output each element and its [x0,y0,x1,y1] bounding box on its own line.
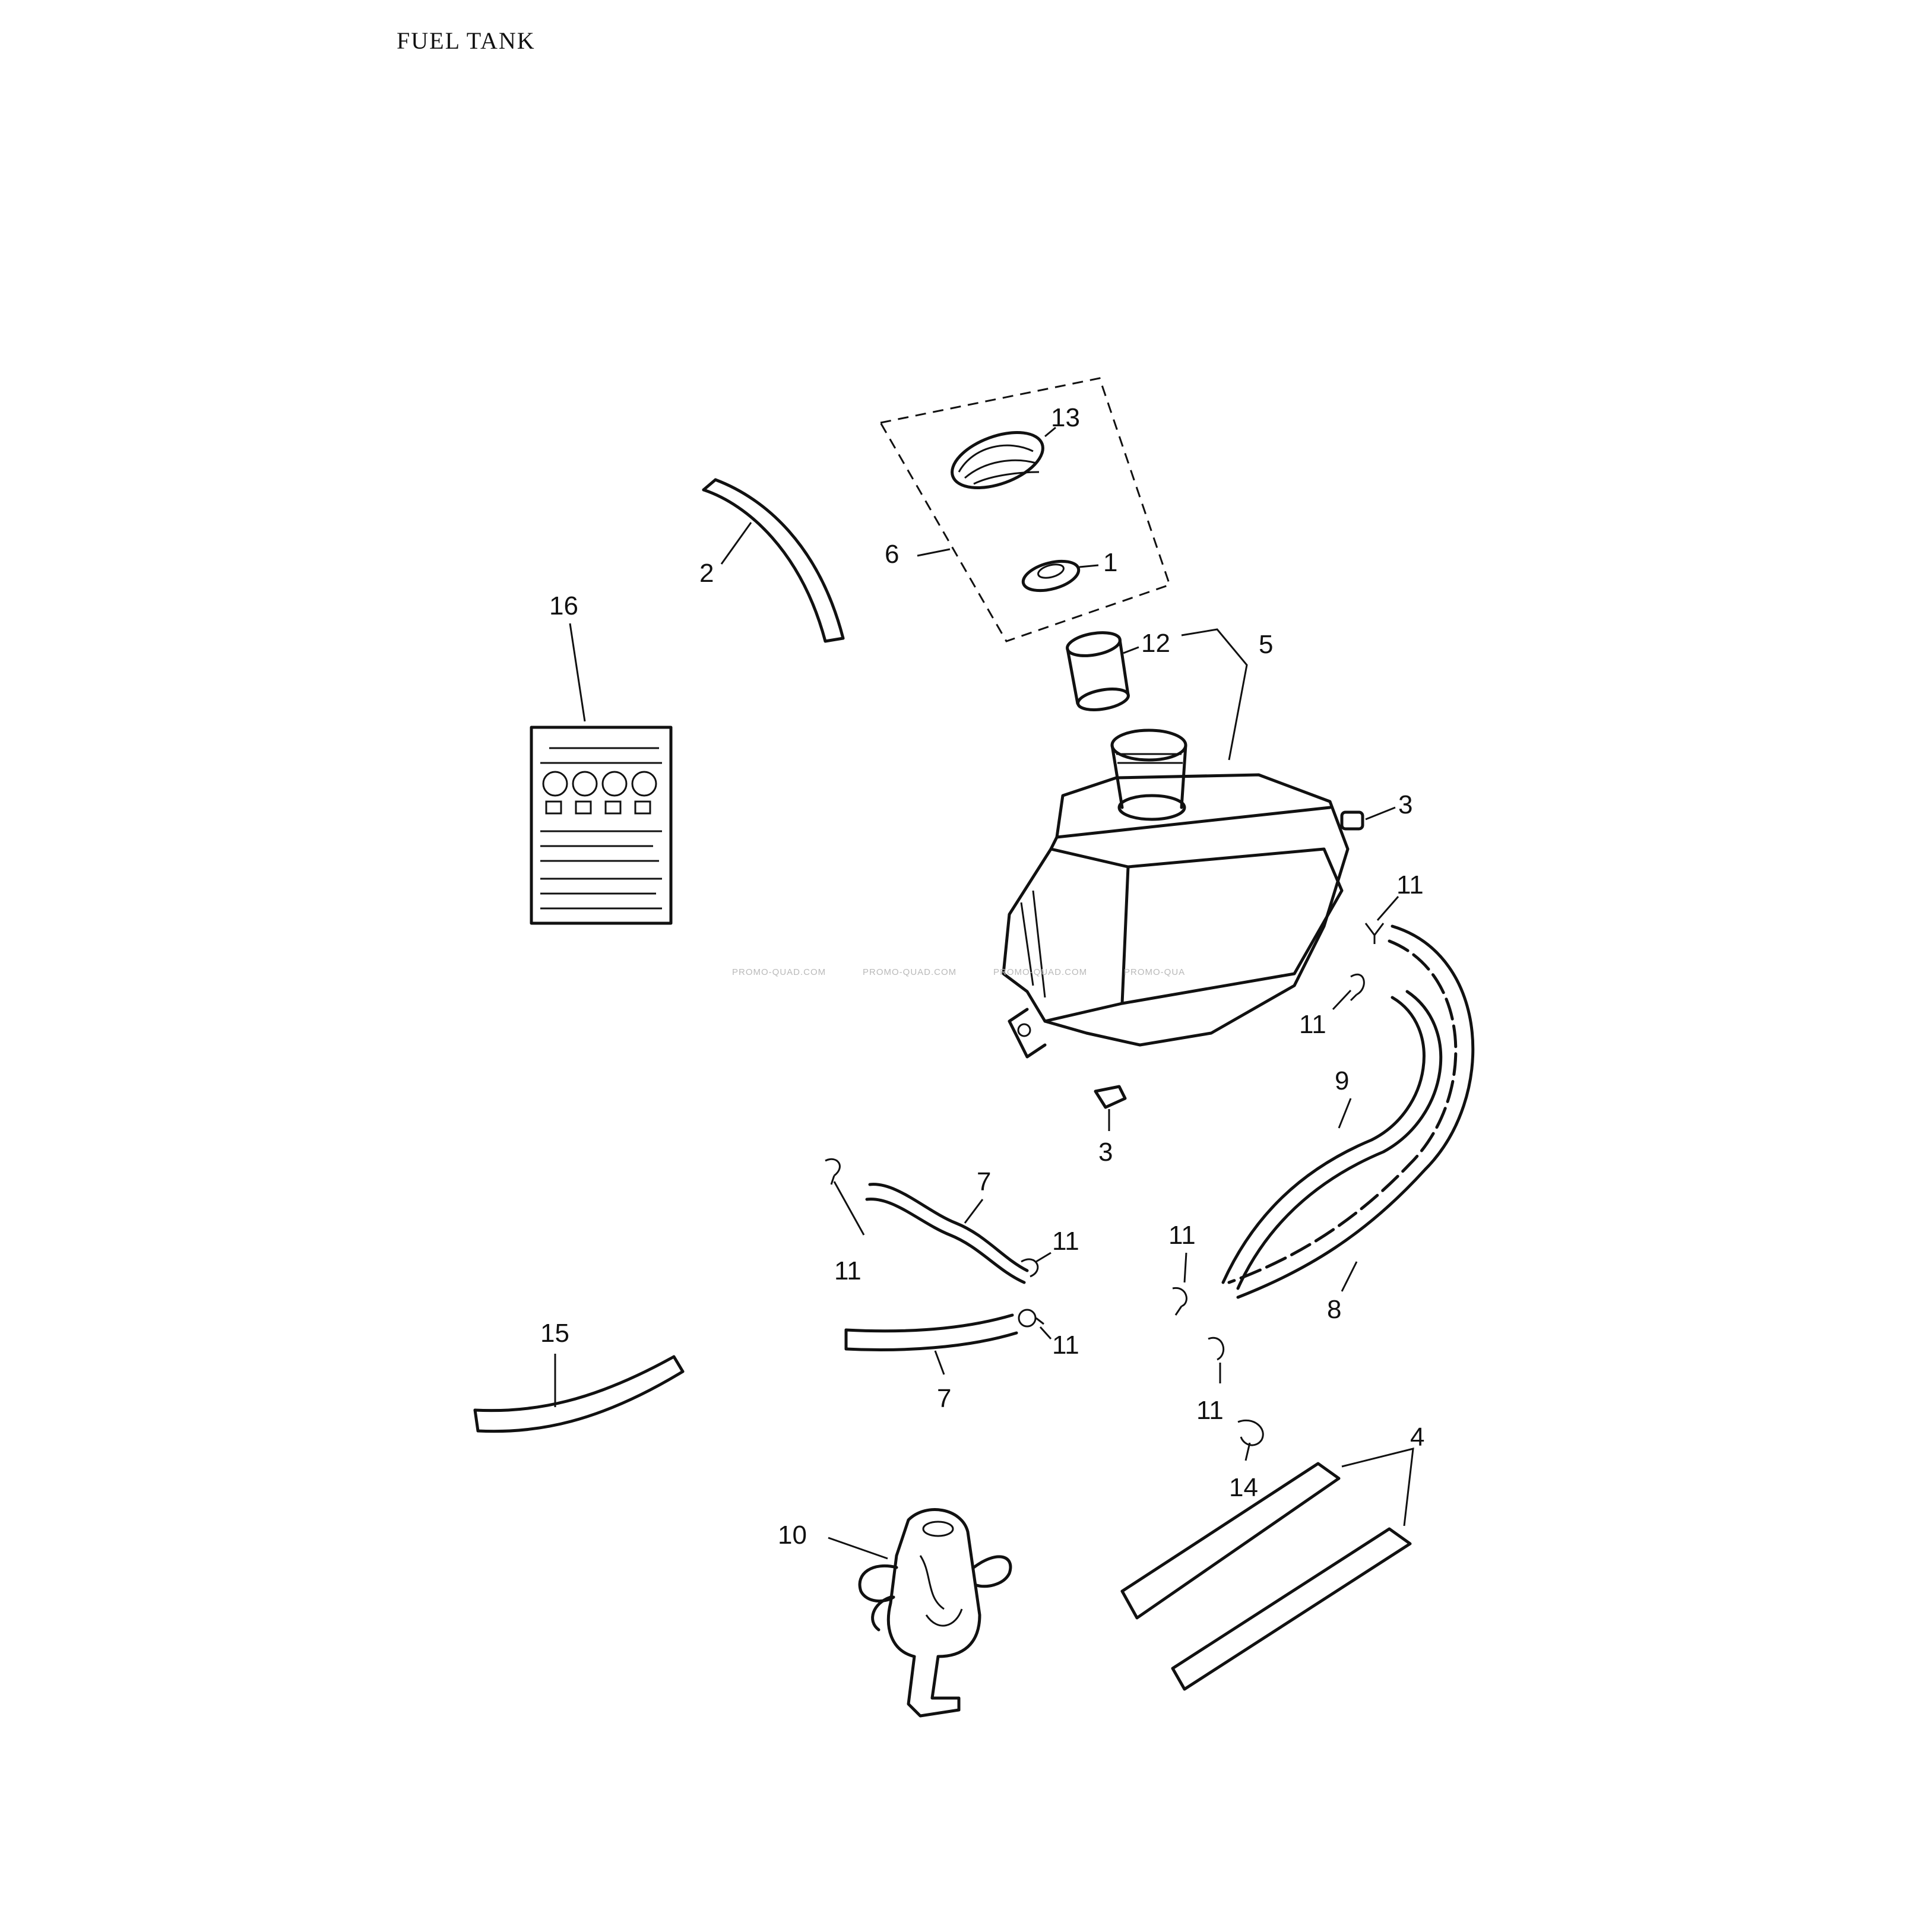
leader-7-upper [964,1199,984,1224]
callout-11-a: 11 [1396,870,1424,900]
leader-11-e [1039,1326,1052,1340]
watermark-4: PROMO-QUA [1124,967,1185,977]
leader-11-f [1183,1252,1187,1283]
callout-2: 2 [699,559,714,588]
callout-3-lower: 3 [1098,1138,1113,1167]
hose-part-7-lower [844,1313,1018,1351]
callout-15: 15 [540,1319,569,1348]
hose-part-8 [1227,924,1475,1299]
breather-hose-part-2 [702,478,845,643]
clamp-part-11-c [825,1158,841,1185]
leader-1 [1079,564,1099,568]
callout-7-upper: 7 [977,1167,991,1196]
callout-5: 5 [1259,630,1273,659]
leader-2 [720,522,752,565]
diagram-title: FUEL TANK [397,27,536,54]
callout-14: 14 [1229,1473,1258,1502]
leader-10 [828,1537,888,1560]
leader-4 [1341,1448,1414,1526]
leader-13 [1044,426,1056,438]
callout-9: 9 [1335,1066,1349,1095]
clamp-part-11-d [1021,1258,1039,1278]
fuel-valve-part-10 [858,1508,1012,1718]
hose-part-15 [473,1355,685,1433]
hose-part-9 [1221,990,1442,1290]
leader-11-d [1035,1252,1051,1263]
cap-assembly-group-box [879,377,1171,642]
callout-11-d: 11 [1052,1227,1079,1256]
leader-11-a [1376,896,1399,921]
callout-4: 4 [1410,1423,1424,1452]
callout-10: 10 [778,1521,807,1550]
callout-11-b: 11 [1299,1010,1326,1039]
callout-6: 6 [885,540,899,569]
watermark-3: PROMO-QUAD.COM [993,967,1087,977]
leader-16 [569,623,586,722]
gasket-part-1 [1021,559,1081,593]
callout-11-c: 11 [834,1256,862,1285]
callout-16: 16 [549,591,578,620]
callout-13: 13 [1051,403,1080,432]
callout-8: 8 [1327,1295,1341,1324]
clamp-part-11-f [1172,1287,1187,1316]
clamp-part-11-e [1018,1309,1044,1328]
leader-11-b [1332,989,1352,1011]
watermark-2: PROMO-QUAD.COM [863,967,957,977]
clip-part-14 [1237,1419,1264,1446]
callout-3-upper: 3 [1398,790,1412,819]
clamp-part-11-a [1364,923,1385,944]
rubber-strip-part-4-upper [1120,1462,1341,1620]
fuel-tank-part-5 [1002,729,1350,1059]
rubber-strip-part-4-lower [1171,1527,1412,1691]
clamp-part-11-g [1208,1336,1225,1361]
callout-1: 1 [1103,548,1117,577]
callout-12: 12 [1141,629,1170,658]
grommet-part-3-upper [1340,810,1364,831]
callout-11-f: 11 [1168,1221,1196,1250]
leader-6 [917,548,951,557]
callout-11-g: 11 [1196,1396,1224,1425]
callout-7-lower: 7 [937,1384,951,1413]
leader-9 [1338,1098,1352,1129]
leader-7-lower [934,1350,945,1375]
leader-12 [1123,646,1139,654]
fuel-cap-part-13 [951,431,1044,489]
leader-5 [1181,628,1248,761]
callout-11-e: 11 [1052,1331,1079,1360]
clamp-part-11-b [1350,973,1365,1002]
leader-11-c [833,1181,865,1236]
leader-14 [1244,1442,1251,1461]
grommet-part-3-lower [1094,1085,1127,1109]
warning-label-part-16 [530,726,673,925]
hose-part-7-upper [865,1183,1029,1284]
filler-neck-part-12 [1066,631,1130,711]
leader-3-upper [1365,806,1396,821]
leader-8 [1341,1261,1358,1292]
watermark-1: PROMO-QUAD.COM [732,967,826,977]
